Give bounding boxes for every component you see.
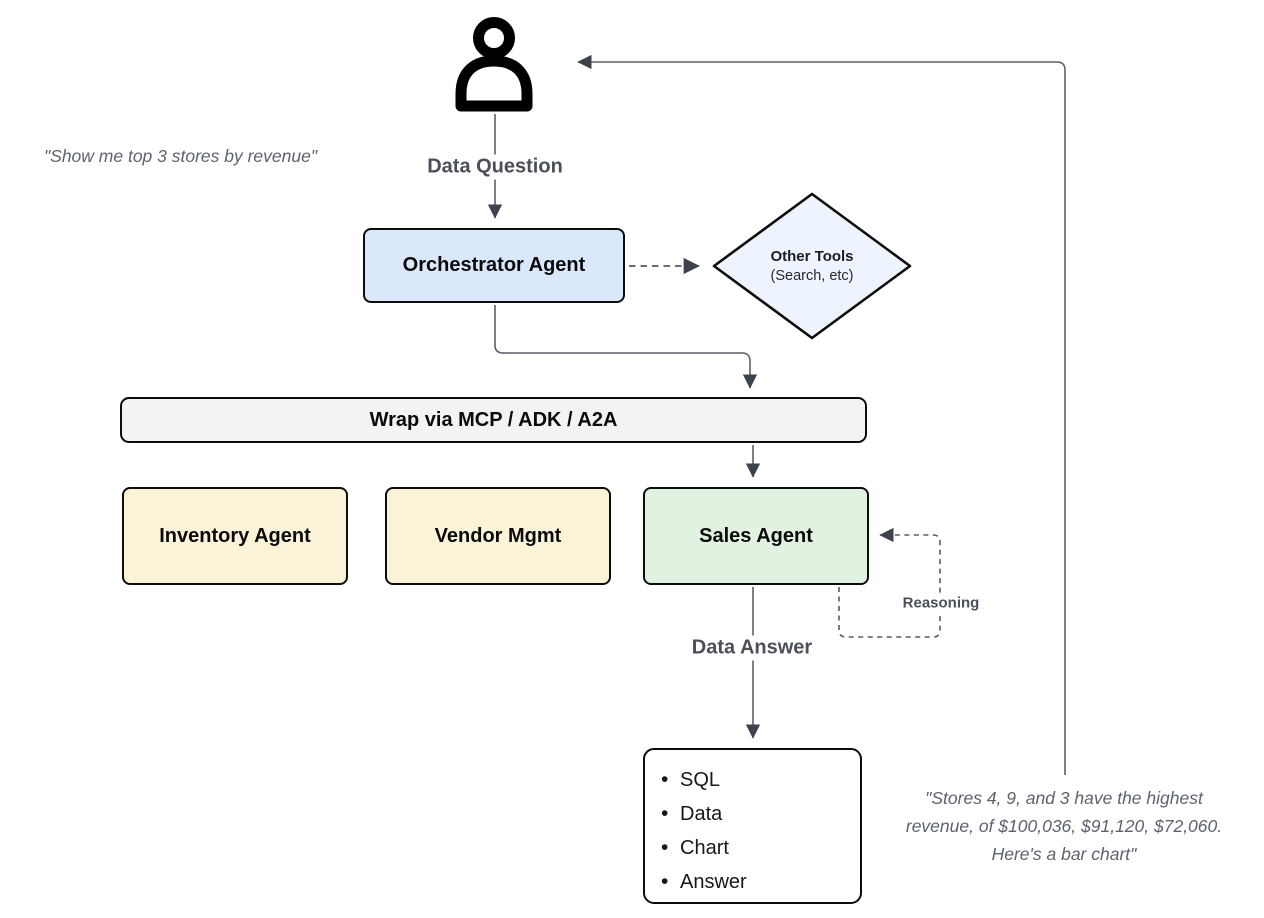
other-tools-title: Other Tools: [770, 247, 854, 265]
wrap-mcp-adk-a2a-bar: Wrap via MCP / ADK / A2A: [120, 397, 867, 443]
orchestrator-agent-label: Orchestrator Agent: [402, 254, 586, 276]
vendor-mgmt-label: Vendor Mgmt: [434, 524, 562, 547]
edge-orchestrator-to-wrap: [494, 305, 758, 389]
output-item-chart: Chart: [661, 831, 747, 865]
vendor-mgmt-node: Vendor Mgmt: [385, 487, 611, 585]
person-icon: [455, 17, 533, 112]
edge-sales-reasoning-loop: [838, 527, 941, 638]
inventory-agent-label: Inventory Agent: [159, 524, 311, 547]
wrap-bar-label: Wrap via MCP / ADK / A2A: [369, 408, 618, 431]
sales-agent-label: Sales Agent: [699, 524, 813, 547]
diamond-shape: [712, 192, 912, 340]
output-item-sql: SQL: [661, 763, 747, 797]
orchestrator-agent-node: Orchestrator Agent: [363, 228, 625, 303]
user-query-quote: "Show me top 3 stores by revenue": [43, 146, 318, 166]
data-answer-label: Data Answer: [685, 635, 819, 661]
reasoning-label: Reasoning: [898, 593, 984, 613]
output-artifacts-list: SQL Data Chart Answer: [661, 763, 747, 899]
output-item-data: Data: [661, 797, 747, 831]
sales-agent-node: Sales Agent: [643, 487, 869, 585]
output-item-answer: Answer: [661, 865, 747, 899]
edge-answer-to-user: [577, 54, 1066, 775]
data-question-label: Data Question: [421, 154, 569, 180]
other-tools-subtitle: (Search, etc): [770, 267, 854, 284]
output-artifacts-node: SQL Data Chart Answer: [643, 748, 862, 904]
answer-quote: "Stores 4, 9, and 3 have the highest rev…: [868, 784, 1260, 868]
inventory-agent-node: Inventory Agent: [122, 487, 348, 585]
other-tools-node: Other Tools (Search, etc): [711, 191, 913, 341]
